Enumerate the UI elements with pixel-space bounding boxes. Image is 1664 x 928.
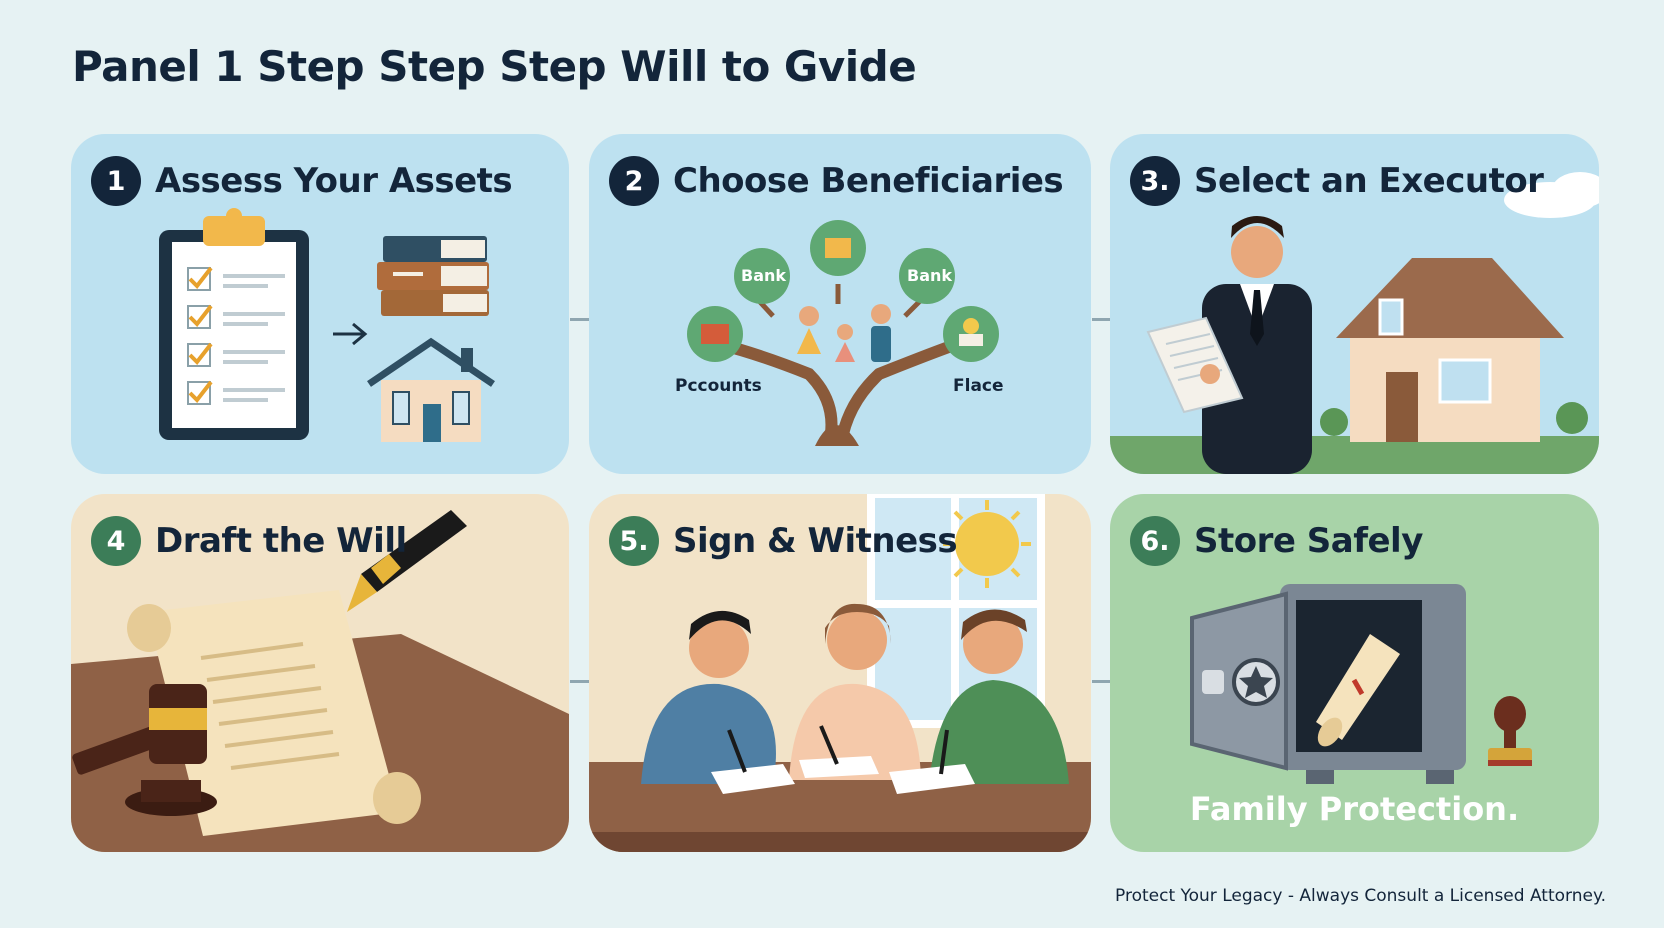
step-panel-choose-beneficiaries: 2 Choose Beneficiaries bbox=[589, 134, 1091, 474]
step-header: 6. Store Safely bbox=[1130, 516, 1423, 566]
step-number-badge: 3. bbox=[1130, 156, 1180, 206]
step-panel-sign-witness: 5. Sign & Witness bbox=[589, 494, 1091, 852]
grass bbox=[1110, 436, 1599, 474]
document-icon bbox=[1146, 316, 1244, 414]
window bbox=[867, 494, 1045, 728]
cloud-icon bbox=[1504, 172, 1599, 218]
stamp-icon bbox=[1488, 696, 1532, 766]
step-number-badge: 4 bbox=[91, 516, 141, 566]
step-title: Sign & Witness bbox=[673, 521, 958, 561]
store-caption: Family Protection. bbox=[1189, 790, 1520, 828]
tree-caption: Pccounts bbox=[675, 376, 762, 396]
scroll-icon bbox=[127, 590, 421, 836]
assets-illustration bbox=[159, 208, 495, 442]
house-icon bbox=[367, 337, 495, 442]
books-icon bbox=[377, 236, 489, 316]
step-title: Assess Your Assets bbox=[155, 161, 513, 201]
sign-witness-illustration bbox=[589, 494, 1091, 852]
sun-icon bbox=[943, 500, 1031, 588]
step-header: 2 Choose Beneficiaries bbox=[609, 156, 1064, 206]
family-figures bbox=[797, 304, 891, 362]
safe-illustration bbox=[1190, 584, 1532, 784]
step-header: 1 Assess Your Assets bbox=[91, 156, 513, 206]
step-title: Store Safely bbox=[1194, 521, 1423, 561]
safe-icon bbox=[1190, 584, 1466, 784]
person-left bbox=[641, 610, 776, 784]
step-title: Select an Executor bbox=[1194, 161, 1544, 201]
papers bbox=[711, 725, 975, 794]
step-panel-draft-will: 4 Draft the Will bbox=[71, 494, 569, 852]
gavel-icon bbox=[72, 684, 217, 816]
page-title: Panel 1 Step Step Step Will to Gvide bbox=[72, 42, 917, 91]
step-title: Draft the Will bbox=[155, 521, 407, 561]
step-number-badge: 2 bbox=[609, 156, 659, 206]
will-scroll-icon bbox=[1316, 634, 1400, 747]
step-header: 5. Sign & Witness bbox=[609, 516, 958, 566]
step-panel-select-executor: 3. Select an Executor bbox=[1110, 134, 1599, 474]
step-number-badge: 1 bbox=[91, 156, 141, 206]
tree-node-label: Bank bbox=[741, 266, 787, 285]
family-tree-illustration bbox=[687, 220, 999, 446]
step-header: 4 Draft the Will bbox=[91, 516, 407, 566]
step-number-badge: 6. bbox=[1130, 516, 1180, 566]
executor-person bbox=[1202, 216, 1312, 474]
step-number-badge: 5. bbox=[609, 516, 659, 566]
footer-disclaimer: Protect Your Legacy - Always Consult a L… bbox=[1115, 886, 1606, 906]
tree-nodes bbox=[687, 220, 999, 362]
step-title: Choose Beneficiaries bbox=[673, 161, 1064, 201]
checklist-icon bbox=[187, 266, 285, 405]
person-middle bbox=[789, 603, 921, 780]
tree-caption: Flace bbox=[953, 376, 1004, 396]
arrow-right-icon bbox=[333, 322, 368, 346]
step-panel-store-safely: 6. Store Safely bbox=[1110, 494, 1599, 852]
tree-trunk bbox=[717, 284, 960, 446]
step-header: 3. Select an Executor bbox=[1130, 156, 1544, 206]
house-icon bbox=[1320, 258, 1588, 442]
draft-will-illustration bbox=[71, 510, 569, 852]
executor-illustration bbox=[1110, 172, 1599, 474]
person-right bbox=[929, 609, 1069, 784]
tree-node-label: Bank bbox=[907, 266, 953, 285]
clipboard-icon bbox=[159, 208, 309, 440]
pen-icon bbox=[347, 510, 467, 612]
step-panel-assess-assets: 1 Assess Your Assets bbox=[71, 134, 569, 474]
